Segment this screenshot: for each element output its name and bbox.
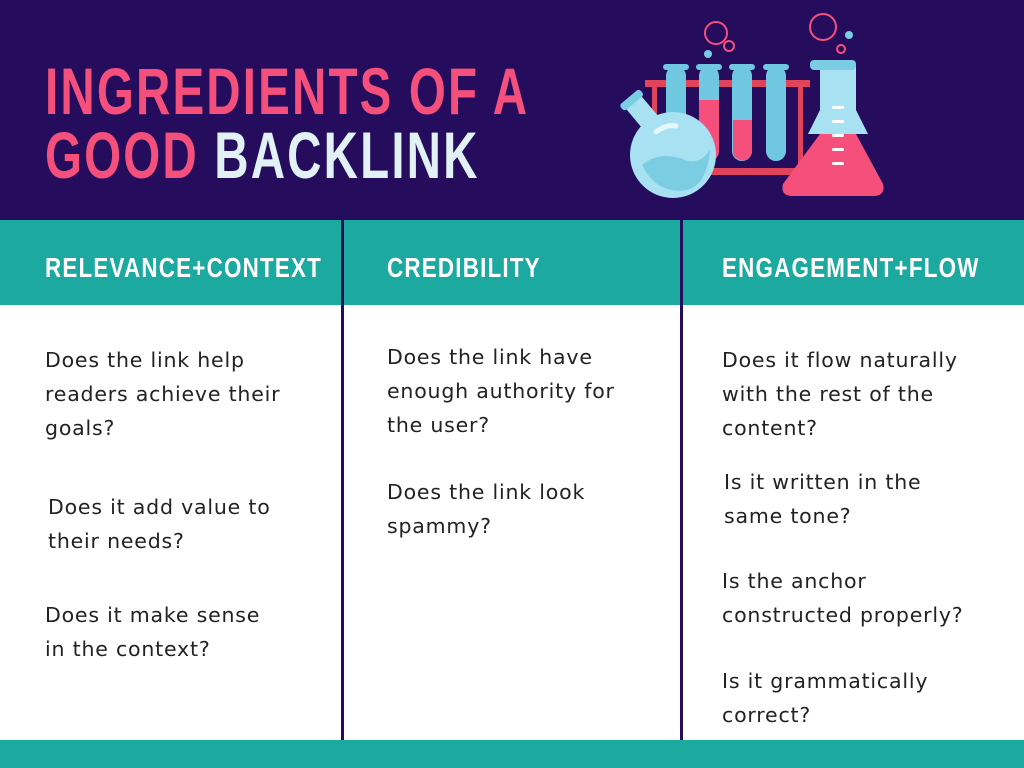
column-header-bar [0,220,1024,305]
question-line: Does it add value to [48,495,271,519]
question-line: constructed properly? [722,603,964,627]
question-line: Is it written in the [724,470,922,494]
column-header-relevance: RELEVANCE+CONTEXT [45,252,322,283]
title-line-1: INGREDIENTS OF A [45,54,530,128]
question-line: the user? [387,413,490,437]
question-item: Is the anchor constructed properly? [722,564,964,632]
lab-glassware-illustration [620,13,884,198]
title-good: GOOD [45,118,199,192]
column-header-credibility: CREDIBILITY [387,252,541,283]
question-line: Is the anchor [722,569,867,593]
question-line: spammy? [387,514,492,538]
column-header-engagement: ENGAGEMENT+FLOW [722,252,980,283]
column-divider [680,220,683,740]
question-line: readers achieve their [45,382,281,406]
question-line: Does the link look [387,480,586,504]
question-item: Does it make sense in the context? [45,598,260,666]
question-line: enough authority for [387,379,615,403]
question-item: Does the link help readers achieve their g… [45,343,280,445]
question-line: goals? [45,416,116,440]
title-backlink: BACKLINK [214,118,480,192]
question-line: Is it grammatically [722,669,929,693]
question-item: Is it written in the same tone? [724,465,921,533]
question-line: their needs? [48,529,185,553]
question-line: correct? [722,703,812,727]
title-line-2: GOOD BACKLINK [45,122,480,188]
question-item: Does the link look spammy? [387,475,585,543]
question-line: content? [722,416,818,440]
question-item: Does the link have enough authority for th… [387,340,615,442]
question-line: with the rest of the [722,382,934,406]
question-line: Does it flow naturally [722,348,958,372]
question-line: in the context? [45,637,211,661]
footer-bar [0,740,1024,768]
question-line: Does the link have [387,345,593,369]
question-line: Does it make sense [45,603,261,627]
question-item: Is it grammatically correct? [722,664,928,732]
question-item: Does it add value to their needs? [48,490,271,558]
question-item: Does it flow naturally with the rest of t… [722,343,958,445]
column-divider [341,220,344,740]
question-line: Does the link help [45,348,245,372]
question-line: same tone? [724,504,852,528]
